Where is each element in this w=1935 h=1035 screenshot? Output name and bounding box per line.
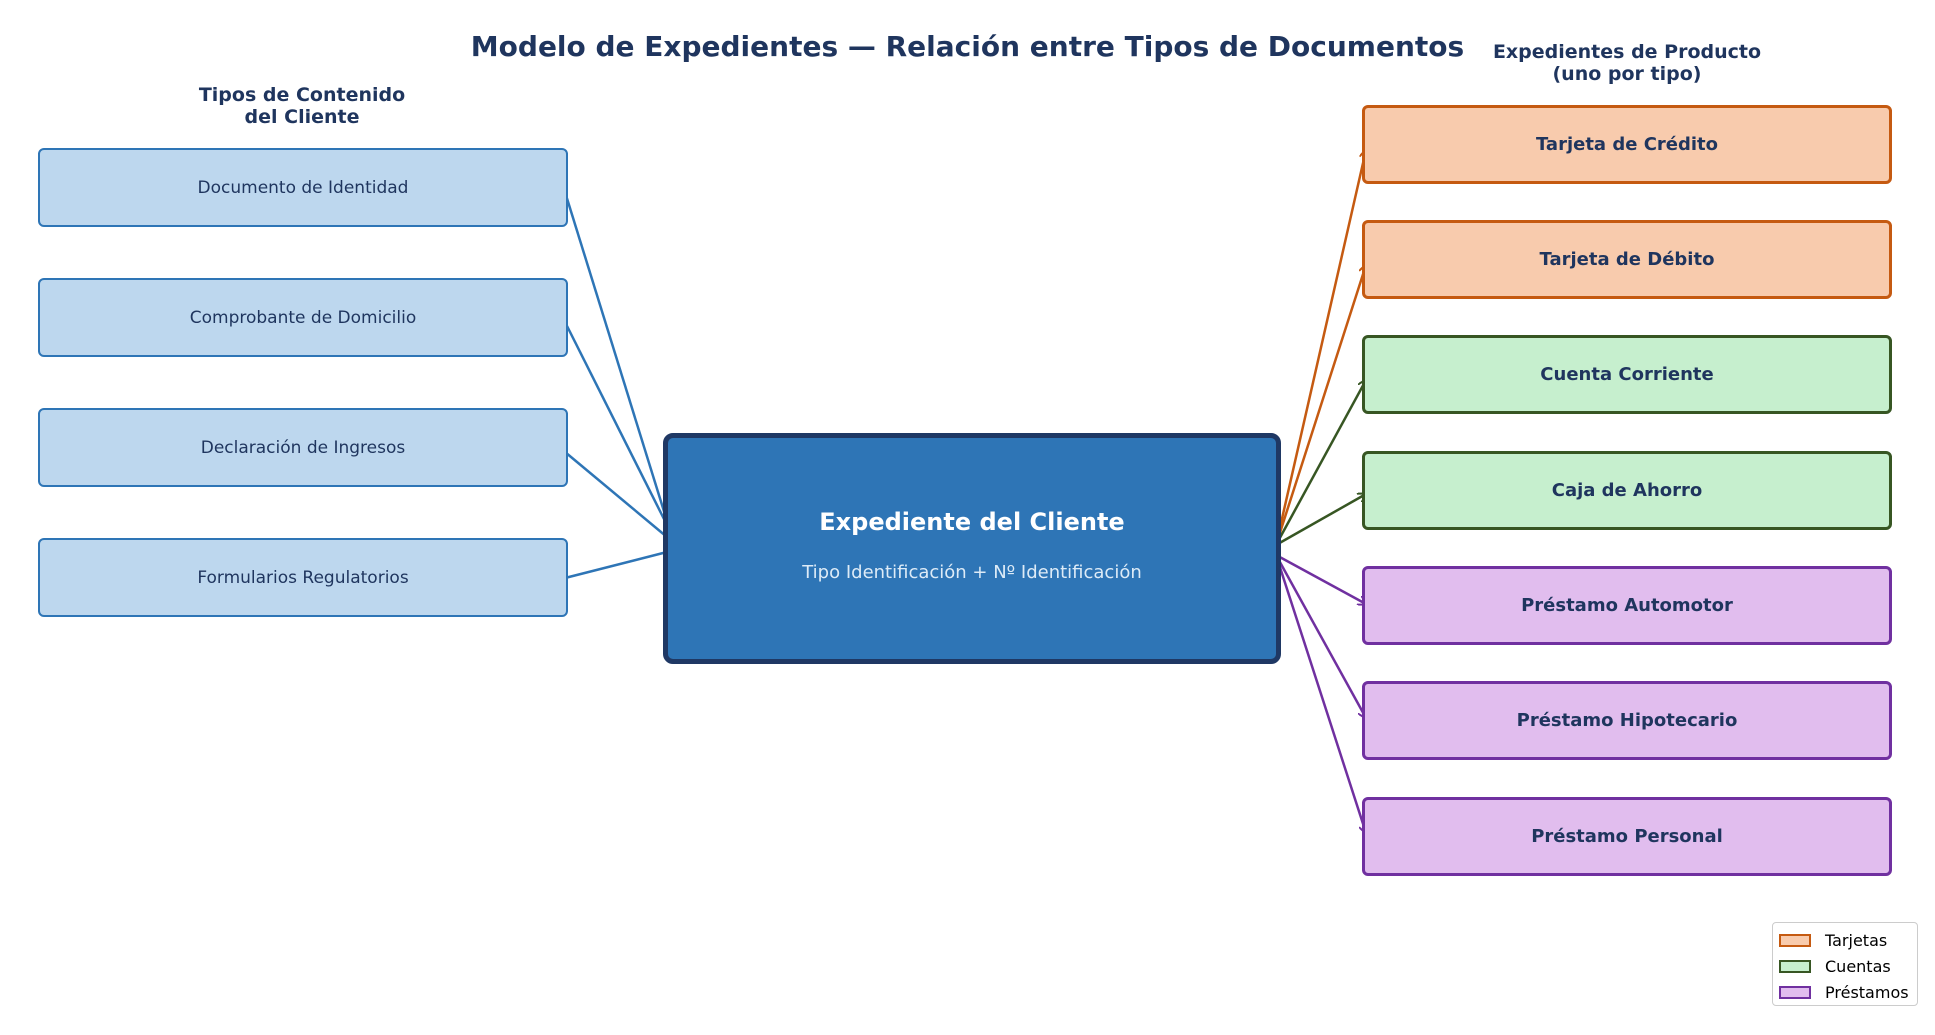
product-tarjeta-debito: Tarjeta de Débito xyxy=(1362,220,1892,299)
node-label: Formularios Regulatorios xyxy=(197,567,409,588)
node-label: Comprobante de Domicilio xyxy=(189,307,417,328)
edge-formularios-regulatorios xyxy=(564,550,668,580)
node-label: Préstamo Automotor xyxy=(1521,595,1733,616)
legend-swatch xyxy=(1779,933,1811,947)
edge-tarjeta-debito xyxy=(1274,265,1366,546)
edge-prestamo-automotor xyxy=(1275,553,1366,604)
legend-label: Cuentas xyxy=(1825,956,1891,976)
node-label: Caja de Ahorro xyxy=(1551,480,1703,501)
client-record-title: Expediente del Cliente xyxy=(819,508,1125,536)
legend-label: Préstamos xyxy=(1825,982,1909,1002)
edge-declaracion-ingresos xyxy=(564,451,668,538)
node-label: Préstamo Personal xyxy=(1531,826,1723,847)
product-prestamo-automotor: Préstamo Automotor xyxy=(1362,566,1892,645)
node-label: Préstamo Hipotecario xyxy=(1516,710,1738,731)
legend-item-prestamos: Préstamos xyxy=(1779,979,1911,1005)
node-label: Declaración de Ingresos xyxy=(200,437,406,458)
legend: Tarjetas Cuentas Préstamos xyxy=(1772,922,1918,1006)
product-prestamo-personal: Préstamo Personal xyxy=(1362,797,1892,876)
legend-label: Tarjetas xyxy=(1825,930,1888,950)
product-caja-ahorro: Caja de Ahorro xyxy=(1362,451,1892,530)
content-type-comprobante-domicilio: Comprobante de Domicilio xyxy=(38,278,568,357)
product-cuenta-corriente: Cuenta Corriente xyxy=(1362,335,1892,414)
node-label: Tarjeta de Débito xyxy=(1539,249,1715,270)
legend-swatch xyxy=(1779,959,1811,973)
diagram-title: Modelo de Expedientes — Relación entre T… xyxy=(470,30,1465,63)
client-record-subtitle: Tipo Identificación + Nº Identificación xyxy=(802,562,1142,583)
edge-caja-ahorro xyxy=(1275,494,1366,547)
right-column-heading: Expedientes de Producto (uno por tipo) xyxy=(1492,41,1762,85)
legend-item-cuentas: Cuentas xyxy=(1779,953,1911,979)
content-type-declaracion-ingresos: Declaración de Ingresos xyxy=(38,408,568,487)
content-type-documento-identidad: Documento de Identidad xyxy=(38,148,568,227)
product-prestamo-hipotecario: Préstamo Hipotecario xyxy=(1362,681,1892,760)
edge-comprobante-domicilio xyxy=(563,321,669,526)
edge-cuenta-corriente xyxy=(1274,380,1366,546)
product-tarjeta-credito: Tarjeta de Crédito xyxy=(1362,105,1892,184)
legend-item-tarjetas: Tarjetas xyxy=(1779,927,1911,953)
edge-documento-identidad xyxy=(563,191,669,522)
node-label: Tarjeta de Crédito xyxy=(1535,134,1719,155)
edge-tarjeta-credito xyxy=(1274,150,1366,546)
node-label: Documento de Identidad xyxy=(197,177,409,198)
node-label: Cuenta Corriente xyxy=(1540,364,1714,385)
content-type-formularios-regulatorios: Formularios Regulatorios xyxy=(38,538,568,617)
legend-swatch xyxy=(1779,985,1811,999)
left-column-heading: Tipos de Contenido del Cliente xyxy=(198,84,406,128)
edge-prestamo-personal xyxy=(1274,554,1366,833)
edge-prestamo-hipotecario xyxy=(1274,554,1366,718)
client-record-node: Expediente del Cliente Tipo Identificaci… xyxy=(663,433,1281,664)
